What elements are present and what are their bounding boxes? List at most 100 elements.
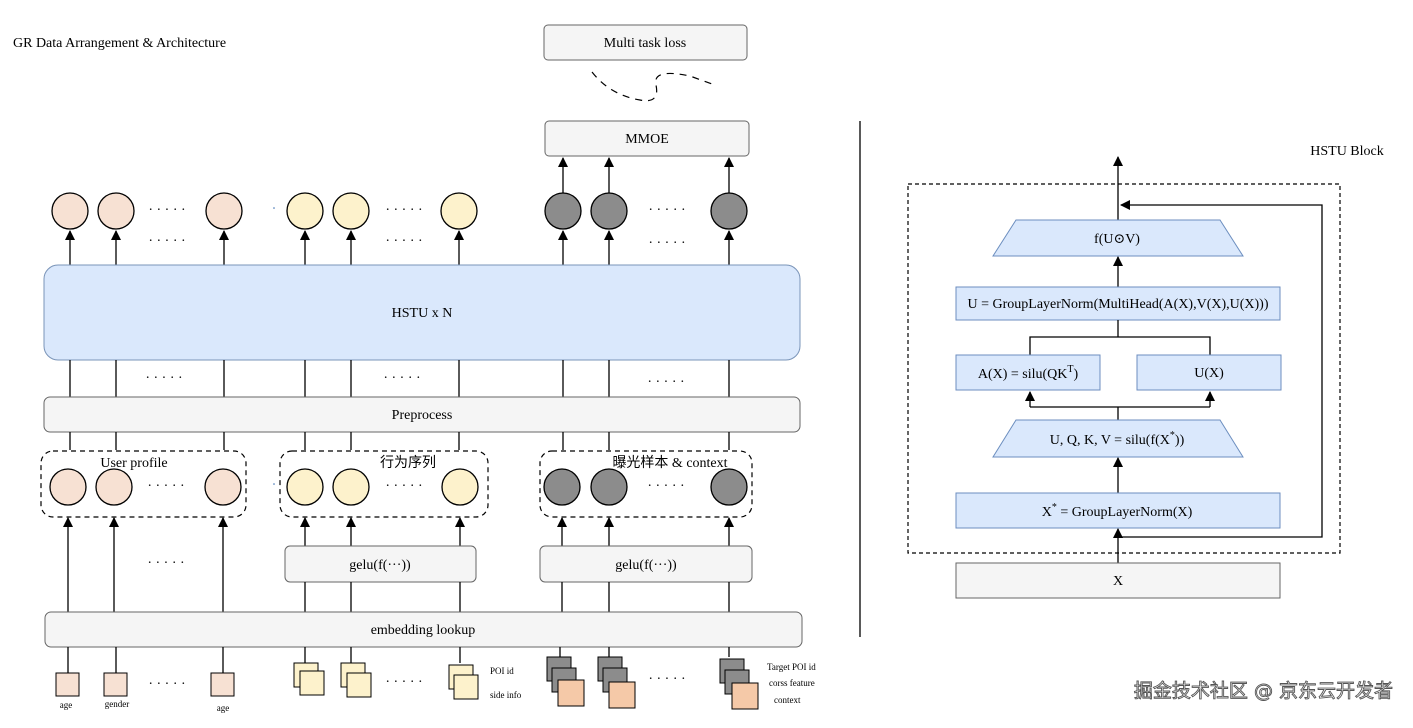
embedding-lookup-label: embedding lookup: [371, 623, 476, 638]
label-poi-id: POI id: [490, 666, 514, 676]
output-token-exposure: [590, 192, 628, 230]
xstar-label: X* = GroupLayerNorm(X): [1042, 502, 1193, 520]
mmoe-label: MMOE: [625, 132, 669, 147]
preprocess-label: Preprocess: [392, 408, 453, 423]
input-token-behavior: [286, 468, 324, 506]
stray-dot: [273, 483, 275, 485]
output-token-user: [97, 192, 135, 230]
exposure-context-group: [539, 450, 753, 518]
u-x-label: U(X): [1194, 366, 1224, 381]
label-side-info: side info: [490, 690, 522, 700]
output-token-exposure: [544, 192, 582, 230]
label-age: age: [217, 703, 230, 713]
label-context: context: [774, 695, 801, 705]
input-features: [55, 656, 759, 710]
output-token-behavior: [332, 192, 370, 230]
feature-poi: [346, 672, 372, 698]
uqkv-trapezoid: [992, 419, 1244, 458]
ellipsis: · · · · ·: [147, 556, 184, 571]
mmoe-input-arrows: [558, 157, 734, 193]
u-groupnorm-label: U = GroupLayerNorm(MultiHead(A(X),V(X),U…: [967, 297, 1268, 312]
hstu-block-frame: [907, 183, 1341, 554]
feature-poi: [453, 674, 479, 700]
output-token-user: [205, 192, 243, 230]
ellipsis: · · · · ·: [648, 672, 685, 687]
ellipsis: · · · · ·: [385, 203, 422, 218]
watermark: 掘金技术社区 @ 京东云开发者: [1134, 680, 1393, 702]
multi-task-loss-box: [543, 24, 748, 61]
input-token-behavior: [332, 468, 370, 506]
x-input-box: [955, 562, 1281, 599]
preprocess-dots: · · · · · · · · · · · · · · ·: [145, 371, 684, 390]
to-group-arrows: [63, 517, 734, 612]
gelu-label-exposure: gelu(f(···)): [615, 558, 677, 573]
gelu-label-behavior: gelu(f(···)): [349, 558, 411, 573]
ellipsis: · · · · ·: [147, 479, 184, 494]
behavior-sequence-label: 行为序列: [380, 455, 436, 471]
gelu-box-exposure: [539, 545, 753, 583]
label-gender: gender: [105, 699, 130, 709]
behavior-sequence-group: [279, 450, 489, 518]
groups-to-preprocess-lines: [69, 432, 730, 450]
ellipsis: · · · · ·: [383, 371, 420, 386]
stray-dot: [273, 207, 275, 209]
merge-to-u: [1029, 336, 1211, 355]
a-x-box: [955, 354, 1101, 391]
feature-age: [210, 672, 235, 697]
ellipsis: · · · · ·: [648, 236, 685, 251]
output-dots: · · · · · · · · · · · · · · · · · · · · …: [148, 203, 685, 251]
output-token-user: [51, 192, 89, 230]
feature-target: [608, 681, 636, 709]
u-groupnorm-box: [955, 286, 1281, 321]
f-uv-label: f(U⊙V): [1094, 232, 1140, 247]
input-token-exposure: [710, 468, 748, 506]
hstu-block-title: HSTU Block: [1310, 144, 1384, 159]
user-profile-label: User profile: [100, 456, 167, 471]
user-profile-group: [40, 450, 247, 518]
ellipsis: · · · · ·: [148, 203, 185, 218]
hstu-stack-box: [43, 264, 801, 361]
hstu-output-arrows: [65, 230, 734, 265]
output-token-behavior: [440, 192, 478, 230]
mmoe-box: [544, 120, 750, 157]
ellipsis: · · · · ·: [385, 234, 422, 249]
input-token-exposure: [590, 468, 628, 506]
ellipsis: · · · · ·: [148, 234, 185, 249]
gelu-box-behavior: [284, 545, 477, 583]
exposure-context-label: 曝光样本 & context: [612, 455, 727, 471]
dashed-loss-connector: [591, 71, 713, 102]
preprocess-to-hstu-lines: [69, 360, 730, 397]
ellipsis: · · · · ·: [647, 479, 684, 494]
ellipsis: · · · · ·: [145, 371, 182, 386]
u-x-box: [1136, 354, 1282, 391]
uqkv-label: U, Q, K, V = silu(f(X*)): [1050, 430, 1185, 448]
feature-age: [55, 672, 80, 697]
diagram-title: GR Data Arrangement & Architecture: [13, 36, 226, 51]
feature-poi: [299, 670, 325, 696]
input-token-user: [204, 468, 242, 506]
label-target-poi: Target POI id: [767, 662, 816, 672]
ellipsis: · · · · ·: [385, 675, 422, 690]
hstu-stack-label: HSTU x N: [392, 306, 453, 321]
x-input-label: X: [1113, 574, 1123, 589]
group-dots: · · · · · · · · · · · · · · ·: [147, 479, 684, 494]
input-token-exposure: [543, 468, 581, 506]
ellipsis: · · · · ·: [385, 479, 422, 494]
input-token-user: [49, 468, 87, 506]
feature-target: [557, 679, 585, 707]
input-token-behavior: [441, 468, 479, 506]
feature-gender: [103, 672, 128, 697]
xstar-box: [955, 492, 1281, 529]
f-uv-trapezoid: [992, 219, 1244, 257]
input-tokens: [49, 468, 748, 506]
feature-target: [731, 682, 759, 710]
inputs-to-embedding-lines: [67, 647, 730, 673]
output-token-exposure: [710, 192, 748, 230]
input-token-user: [95, 468, 133, 506]
ellipsis: · · · · ·: [647, 375, 684, 390]
embedding-lookup-box: [44, 611, 803, 648]
preprocess-box: [43, 396, 801, 433]
a-x-label: A(X) = silu(QKT): [978, 364, 1079, 382]
multi-task-loss-label: Multi task loss: [604, 36, 686, 51]
